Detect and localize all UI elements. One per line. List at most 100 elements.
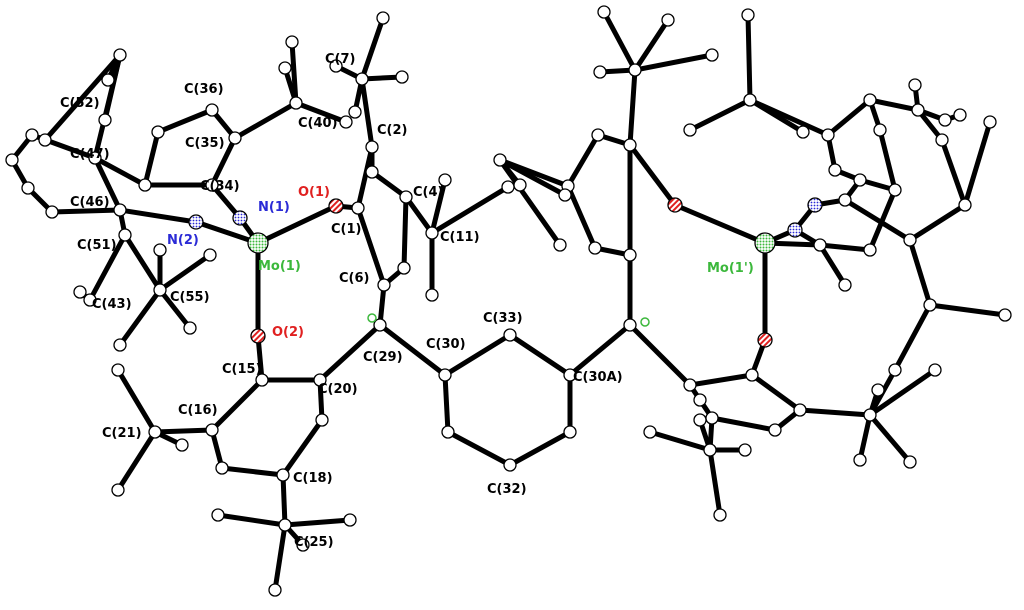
- bond-c51-c55: [122, 232, 163, 293]
- atom-c34r: [441, 425, 455, 439]
- carbene-marker-2: [640, 317, 650, 327]
- atom-c25c: [268, 583, 282, 597]
- atom-c47: [88, 151, 102, 165]
- atom-c40: [289, 96, 303, 110]
- atom-mo2: [754, 232, 776, 254]
- atom-c52a: [101, 73, 115, 87]
- atom-c25b: [343, 513, 357, 527]
- atom-d8b: [553, 238, 567, 252]
- atom-d1: [623, 138, 637, 152]
- atom-c1: [351, 201, 365, 215]
- bond-c25-c25a: [215, 512, 288, 528]
- atom-e1a: [741, 8, 755, 22]
- bond-e1-e1b: [687, 97, 753, 133]
- atom-e19: [828, 163, 842, 177]
- bond-e6-e7: [907, 202, 968, 243]
- atom-c49: [5, 153, 19, 167]
- bond-c30-c33: [442, 332, 513, 378]
- atom-e8: [923, 298, 937, 312]
- atom-d27a: [928, 363, 942, 377]
- atom-label-mo1p: Mo(1'): [707, 261, 754, 276]
- bond-c51-c43: [87, 232, 128, 303]
- bond-c55-c55b: [157, 287, 193, 331]
- atom-d8c: [513, 178, 527, 192]
- atom-c40c: [339, 115, 353, 129]
- atom-d7d: [705, 48, 719, 62]
- atom-c25a: [211, 508, 225, 522]
- atom-c30: [438, 368, 452, 382]
- atom-e6: [958, 198, 972, 212]
- atom-d6: [623, 318, 637, 332]
- atom-c5: [397, 261, 411, 275]
- atom-e1c: [796, 125, 810, 139]
- bond-d21-d22: [749, 372, 803, 413]
- atom-c19: [315, 413, 329, 427]
- bond-c55-c55c: [117, 287, 163, 348]
- atom-c50: [21, 181, 35, 195]
- bond-e8-e9: [892, 302, 933, 373]
- bond-d1-d7: [627, 67, 638, 148]
- atom-n1: [232, 210, 248, 226]
- atom-c2: [365, 140, 379, 154]
- atom-c6: [377, 278, 391, 292]
- atom-c7c: [329, 59, 343, 73]
- atom-label-c35: C(35): [185, 136, 225, 151]
- atom-d7: [628, 63, 642, 77]
- bond-c17-c18: [219, 465, 286, 478]
- bond-d3-d4: [565, 183, 598, 251]
- atom-c32: [503, 458, 517, 472]
- bond-d27-d27a: [867, 367, 938, 418]
- atom-c40b: [278, 61, 292, 75]
- bond-c3-c4: [369, 169, 409, 200]
- bond-mo2-o3: [672, 202, 768, 246]
- atom-c55: [153, 283, 167, 297]
- atom-d7b: [593, 65, 607, 79]
- atom-e18: [873, 123, 887, 137]
- bond-c32-c34r: [445, 429, 513, 468]
- bond-c40-c40c: [293, 100, 349, 125]
- atom-d26: [703, 443, 717, 457]
- bond-e12-e18: [877, 127, 898, 193]
- bond-c4-c11: [403, 194, 435, 236]
- bond-c33-c31: [507, 332, 573, 378]
- atom-c29: [373, 318, 387, 332]
- bond-c21-c21b: [115, 429, 158, 493]
- atom-c21: [148, 425, 162, 439]
- atom-e10: [838, 193, 852, 207]
- atom-e12: [888, 183, 902, 197]
- bond-e13-e14: [817, 242, 848, 288]
- bond-c25-c25b: [282, 517, 353, 528]
- bond-d20-d21: [687, 372, 755, 388]
- atom-e8a: [998, 308, 1012, 322]
- atom-d27d: [871, 383, 885, 397]
- atom-c35: [228, 131, 242, 145]
- bond-c52-c52b: [42, 52, 123, 143]
- atom-c43: [83, 293, 97, 307]
- atom-label-c15: C(15): [222, 362, 262, 377]
- atom-c51: [118, 228, 132, 242]
- atom-c55c: [113, 338, 127, 352]
- atom-e9: [888, 363, 902, 377]
- atom-c15: [255, 373, 269, 387]
- atom-o1: [328, 198, 344, 214]
- atom-label-c30a: C(30A): [573, 370, 623, 385]
- bond-c16-c21: [152, 427, 215, 435]
- bond-mo-n2: [193, 219, 261, 246]
- atom-c11b: [501, 180, 515, 194]
- bond-d22-d27: [797, 407, 873, 418]
- atom-d4: [588, 241, 602, 255]
- bond-c19-c20: [317, 377, 325, 423]
- atom-c43a: [73, 285, 87, 299]
- atom-label-c51: C(51): [77, 238, 117, 253]
- atom-c21a: [111, 363, 125, 377]
- atom-c52b: [38, 133, 52, 147]
- bond-c25-c25c: [272, 522, 288, 593]
- atom-mo: [247, 232, 269, 254]
- bond-e12-e17: [867, 187, 898, 253]
- bond-c7-c7b: [359, 74, 405, 82]
- atom-c55d: [153, 243, 167, 257]
- bond-c29-c30: [377, 322, 448, 378]
- atom-c33: [503, 328, 517, 342]
- bond-c7-c7a: [359, 15, 386, 82]
